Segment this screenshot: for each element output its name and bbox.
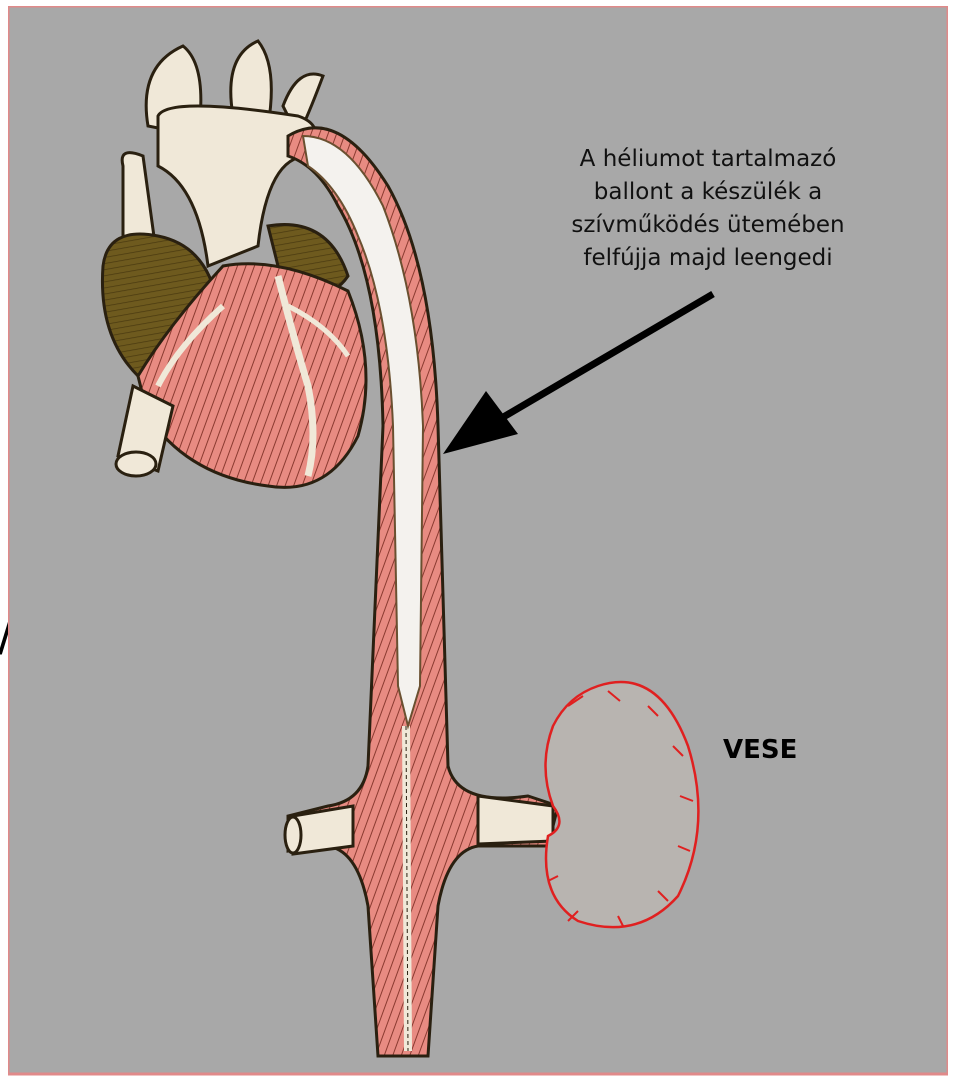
- iliac-opening: [285, 817, 301, 853]
- kidney-illustration: [546, 682, 699, 927]
- kidney-shape: [546, 682, 699, 927]
- callout-line-1: A héliumot tartalmazó: [580, 146, 837, 172]
- callout-line-4: felfújja majd leengedi: [583, 245, 832, 271]
- iabp-diagram: VESE A héliumot tartalmazó ballont a kés…: [8, 6, 948, 1076]
- callout-line-2: ballont a készülék a: [594, 179, 822, 205]
- renal-artery: [478, 796, 553, 844]
- kidney-label: VESE: [723, 735, 797, 765]
- vena-cava-opening: [116, 452, 156, 476]
- callout-line-3: szívműködés ütemében: [571, 212, 844, 238]
